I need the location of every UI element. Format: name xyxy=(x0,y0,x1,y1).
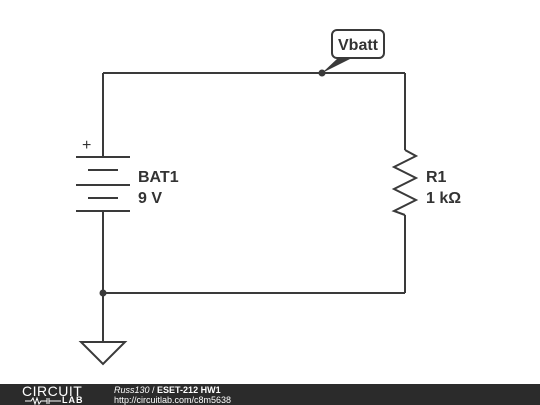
logo-lab-text: LAB xyxy=(62,395,84,405)
logo-circuit-text: CIRCUIT xyxy=(22,383,83,399)
node-label-pointer xyxy=(322,58,352,73)
circuitlab-logo[interactable]: CIRCUIT LAB xyxy=(22,384,94,405)
resistor-value: 1 kΩ xyxy=(426,190,461,207)
node-label-text: Vbatt xyxy=(338,37,379,54)
circuit-meta: Russ130 / ESET-212 HW1 http://circuitlab… xyxy=(114,385,231,405)
footer-bar: CIRCUIT LAB Russ130 / ESET-212 HW1 http:… xyxy=(0,384,540,405)
author-link[interactable]: Russ130 xyxy=(114,385,150,395)
node-ground-junction xyxy=(99,289,107,297)
ground-symbol xyxy=(78,341,128,366)
battery-designator: BAT1 xyxy=(138,169,179,186)
battery-polarity-plus: + xyxy=(82,137,91,154)
resistor-symbol xyxy=(391,149,419,216)
circuit-url-link[interactable]: http://circuitlab.com/c8m5638 xyxy=(114,395,232,405)
wires xyxy=(102,72,406,341)
title-separator: / xyxy=(149,385,158,395)
logo-circuit-icon xyxy=(25,397,61,405)
circuit-title: ESET-212 HW1 xyxy=(157,385,221,395)
battery-symbol xyxy=(76,156,130,212)
node-label-box xyxy=(331,29,385,59)
node-label-callout: Vbatt xyxy=(322,29,385,73)
resistor-designator: R1 xyxy=(426,169,447,186)
battery-value: 9 V xyxy=(138,190,162,207)
circuit-schematic: + BAT1 9 V R1 1 kΩ Vbatt xyxy=(76,29,461,366)
